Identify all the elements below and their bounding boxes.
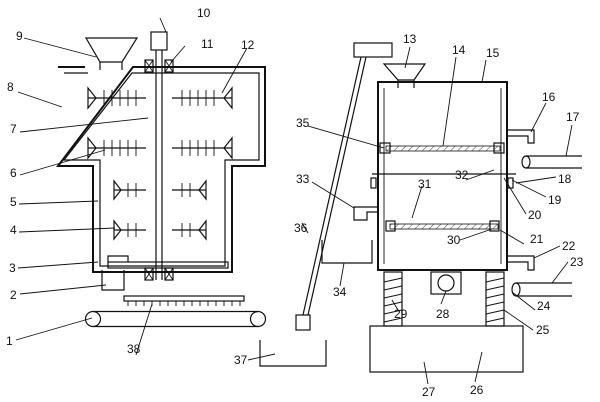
label-18: 18 (558, 172, 572, 186)
spray-nozzle-bar (123, 295, 245, 306)
label-31: 31 (418, 177, 432, 191)
label-20: 20 (528, 208, 542, 222)
label-2: 2 (10, 288, 17, 302)
discharge-outlet (101, 270, 125, 291)
stirrer-blades-upper (87, 86, 233, 160)
label-7: 7 (10, 122, 17, 136)
label-4: 4 (10, 223, 17, 237)
label-36: 36 (294, 221, 308, 235)
feed-hopper (84, 37, 139, 63)
label-28: 28 (436, 307, 450, 321)
upper-outlet (507, 129, 535, 144)
label-19: 19 (548, 193, 562, 207)
main-shaft (155, 50, 163, 280)
stirrer-blades-lower (113, 179, 207, 241)
label-27: 27 (422, 385, 436, 399)
upper-screen (379, 142, 505, 154)
label-6: 6 (10, 166, 17, 180)
label-38: 38 (127, 342, 141, 356)
label-26: 26 (470, 383, 484, 397)
label-22: 22 (562, 239, 576, 253)
label-3: 3 (9, 261, 16, 275)
label-33: 33 (296, 172, 310, 186)
label-32: 32 (455, 168, 469, 182)
label-15: 15 (486, 46, 500, 60)
label-35: 35 (296, 116, 310, 130)
label-11: 11 (201, 37, 214, 51)
counterweight-block (353, 42, 393, 58)
leader-lines (15, 17, 573, 385)
vibration-motor (430, 271, 462, 295)
label-25: 25 (536, 323, 550, 337)
top-hopper (382, 63, 427, 81)
label-21: 21 (530, 232, 544, 246)
label-37: 37 (234, 353, 248, 367)
label-29: 29 (394, 307, 408, 321)
label-17: 17 (566, 110, 580, 124)
label-24: 24 (537, 299, 551, 313)
collection-bin (321, 240, 373, 264)
label-34: 34 (333, 285, 347, 299)
lower-screen (385, 220, 500, 232)
label-14: 14 (452, 43, 466, 57)
bottom-plate (107, 261, 229, 269)
side-outlet (353, 206, 378, 221)
label-8: 8 (7, 80, 14, 94)
label-13: 13 (403, 32, 417, 46)
sieve-tank (377, 81, 508, 271)
label-23: 23 (570, 255, 584, 269)
pipe-upper (521, 155, 582, 169)
motor (150, 31, 168, 51)
label-10: 10 (197, 6, 211, 20)
lower-outlet (507, 255, 535, 271)
label-16: 16 (542, 90, 556, 104)
spring-right (485, 271, 505, 327)
machine-base (369, 325, 524, 373)
label-9: 9 (16, 29, 23, 43)
label-1: 1 (6, 334, 13, 348)
conveyor-belt (84, 310, 267, 328)
label-30: 30 (447, 233, 461, 247)
weight-block (295, 314, 311, 331)
label-5: 5 (10, 195, 17, 209)
collection-tray (259, 340, 327, 367)
label-12: 12 (241, 38, 255, 52)
pipe-lower (511, 282, 572, 297)
